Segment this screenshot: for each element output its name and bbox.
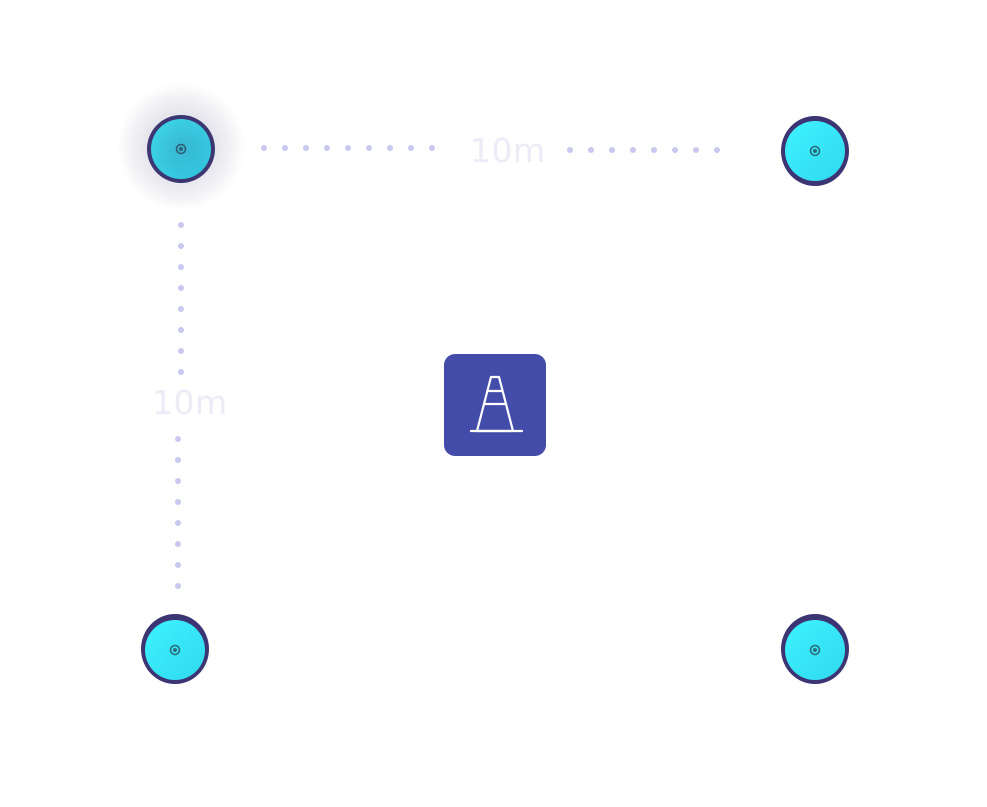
- cone-marker-icon: [781, 116, 849, 186]
- cone-marker-top-right: [780, 115, 850, 187]
- dot: [429, 145, 435, 151]
- dot: [178, 264, 184, 270]
- dot: [175, 520, 181, 526]
- dot: [588, 147, 594, 153]
- distance-label-left: 10m: [152, 383, 228, 422]
- dot: [175, 583, 181, 589]
- dot: [282, 145, 288, 151]
- dot: [261, 145, 267, 151]
- dot: [178, 306, 184, 312]
- dot: [178, 222, 184, 228]
- dot: [345, 145, 351, 151]
- cone-marker-icon: [147, 115, 215, 183]
- dot: [178, 348, 184, 354]
- dot: [175, 478, 181, 484]
- cone-marker-top-left: [116, 82, 246, 212]
- dot: [178, 285, 184, 291]
- dot: [178, 243, 184, 249]
- dot: [175, 541, 181, 547]
- cone-marker-icon: [781, 614, 849, 684]
- dot: [178, 369, 184, 375]
- dot: [672, 147, 678, 153]
- dot: [567, 147, 573, 153]
- distance-label-top: 10m: [470, 131, 546, 170]
- dot: [366, 145, 372, 151]
- dot: [175, 499, 181, 505]
- cone-marker-icon: [141, 614, 209, 684]
- cone-marker-bottom-left: [140, 613, 210, 685]
- dot: [651, 147, 657, 153]
- dot: [609, 147, 615, 153]
- dot: [408, 145, 414, 151]
- dot: [178, 327, 184, 333]
- dot: [630, 147, 636, 153]
- dot: [175, 436, 181, 442]
- dot: [714, 147, 720, 153]
- traffic-cone-icon: [469, 375, 524, 433]
- cone-tile: [444, 354, 546, 456]
- dot: [175, 562, 181, 568]
- dot: [324, 145, 330, 151]
- dot: [693, 147, 699, 153]
- dot: [175, 457, 181, 463]
- cone-marker-bottom-right: [780, 613, 850, 685]
- dot: [387, 145, 393, 151]
- dot: [303, 145, 309, 151]
